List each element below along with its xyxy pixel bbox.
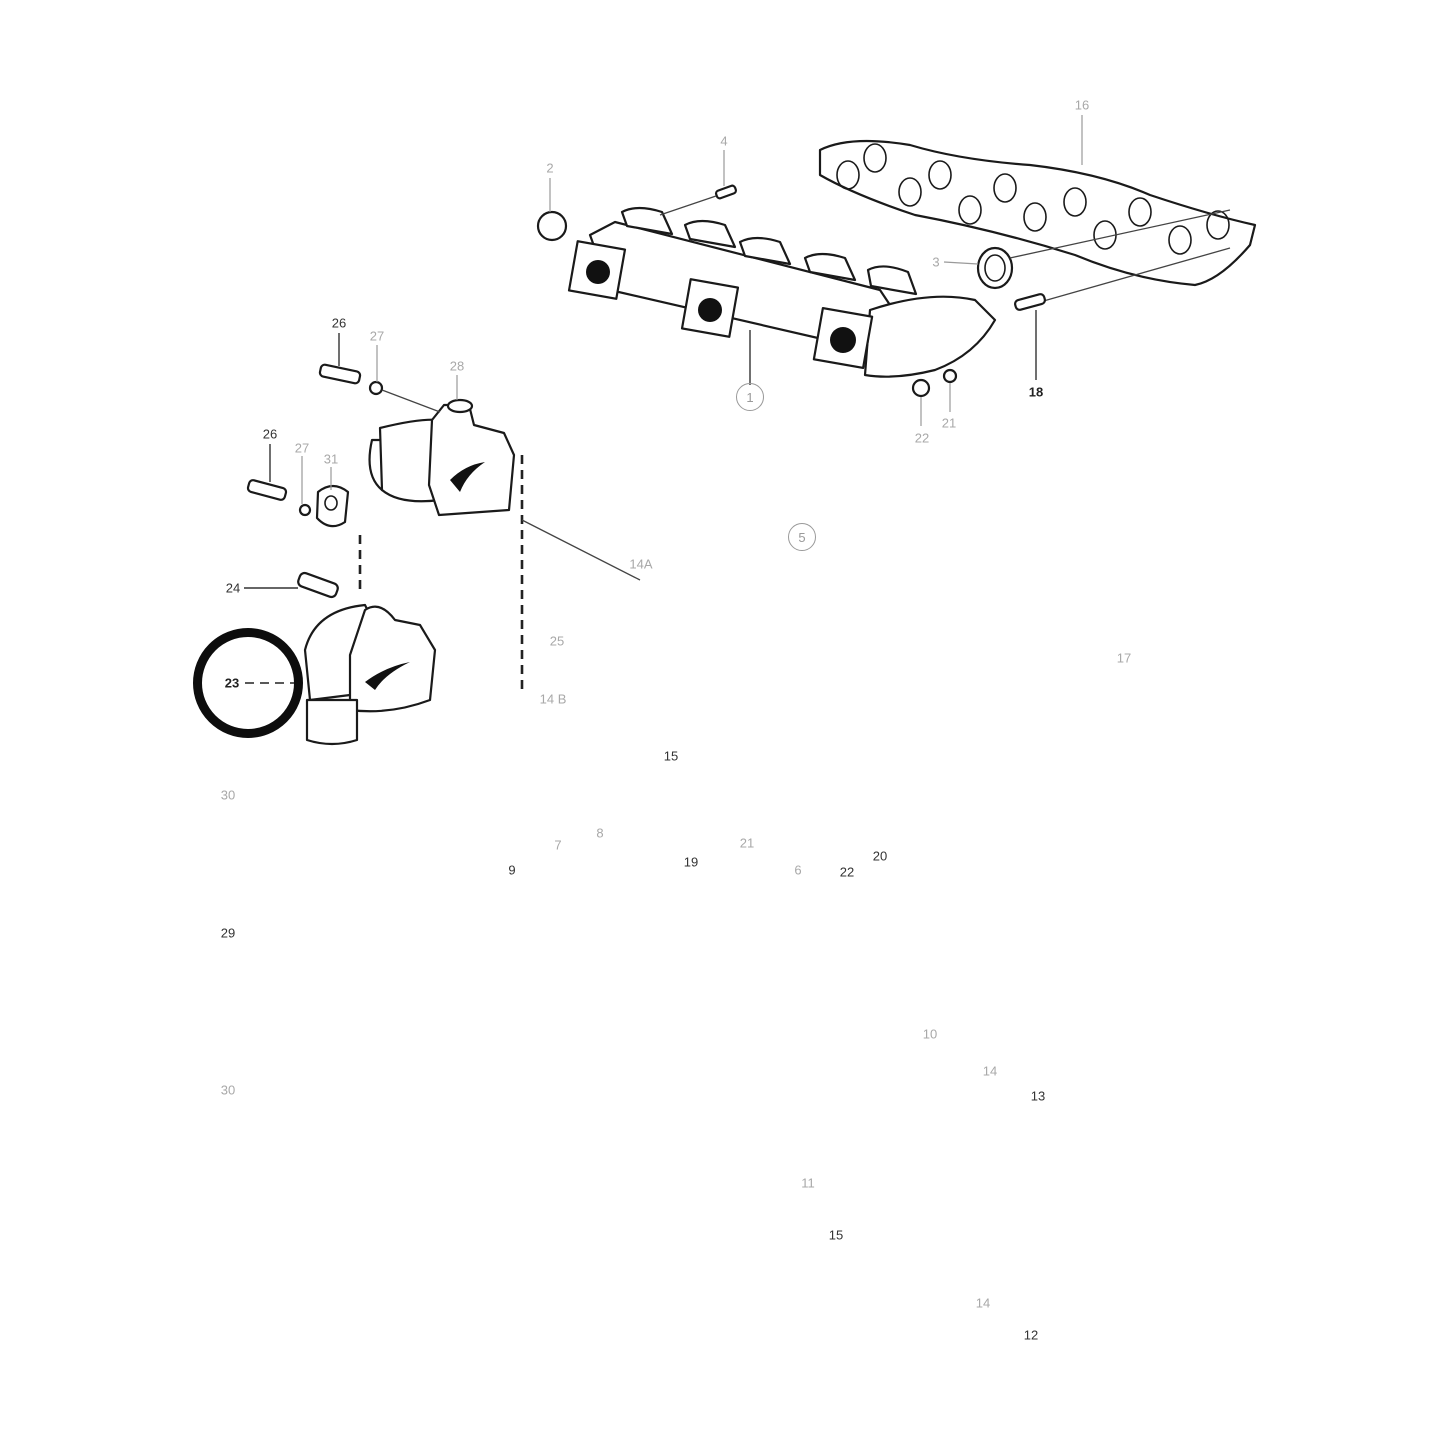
callout-label-12: 12 — [1023, 1327, 1039, 1343]
bolt-part-26-lower — [246, 444, 288, 501]
callout-label-5: 5 — [788, 523, 816, 551]
nut-part-22 — [911, 378, 931, 398]
callout-label-10: 10 — [922, 1026, 938, 1042]
washer-part-27-lower — [298, 503, 312, 517]
gasket-part-31 — [315, 484, 350, 528]
manifold-gasket-part-16 — [818, 115, 1257, 287]
water-elbow-part-28 — [368, 375, 516, 517]
washer-part-27-upper — [368, 380, 384, 396]
callout-label-1: 1 — [736, 383, 764, 411]
sealing-ring-part-3 — [976, 246, 1014, 290]
exhaust-manifold-part-1 — [567, 206, 997, 385]
exhaust-elbow — [303, 603, 437, 746]
callout-label-8: 8 — [596, 825, 604, 841]
callout-label-26: 26 — [262, 426, 278, 442]
callout-label-13: 13 — [1030, 1088, 1046, 1104]
callout-label-14: 14 — [975, 1295, 991, 1311]
callout-label-29: 29 — [220, 925, 236, 941]
callout-label-6: 6 — [794, 862, 802, 878]
callout-label-20: 20 — [872, 848, 888, 864]
stud-part-18 — [1014, 293, 1046, 311]
callout-label-16: 16 — [1074, 97, 1090, 113]
callout-label-18: 18 — [1028, 384, 1044, 400]
callout-label-25: 25 — [549, 633, 565, 649]
callout-label-24: 24 — [225, 580, 241, 596]
callout-label-22: 22 — [914, 430, 930, 446]
callout-label-30: 30 — [220, 1082, 236, 1098]
plug-part-2 — [536, 210, 568, 242]
callout-label-15: 15 — [828, 1227, 844, 1243]
callout-label-30: 30 — [220, 787, 236, 803]
callout-label-14a: 14A — [629, 556, 653, 572]
callout-label-22: 22 — [839, 864, 855, 880]
callout-label-21: 21 — [739, 835, 755, 851]
callout-label-31: 31 — [323, 451, 339, 467]
callout-label-23: 23 — [224, 675, 240, 691]
callout-label-19: 19 — [683, 854, 699, 870]
callout-label-21: 21 — [941, 415, 957, 431]
callout-label-4: 4 — [720, 133, 728, 149]
callout-label-17: 17 — [1116, 650, 1132, 666]
callout-label-15: 15 — [663, 748, 679, 764]
washer-part-21 — [942, 368, 958, 384]
callout-label-2: 2 — [546, 160, 554, 176]
callout-label-28: 28 — [449, 358, 465, 374]
bolt-part-26-upper — [318, 333, 362, 385]
callout-label-3: 3 — [932, 254, 940, 270]
callout-label-14b: 14 B — [539, 691, 567, 707]
callout-label-14: 14 — [982, 1063, 998, 1079]
callout-label-26: 26 — [331, 315, 347, 331]
callout-label-7: 7 — [554, 837, 562, 853]
callout-label-9: 9 — [508, 862, 516, 878]
callout-label-11: 11 — [801, 1175, 815, 1191]
callout-label-27: 27 — [369, 328, 385, 344]
stud-part-24 — [297, 571, 339, 599]
highlighted-o-ring-part-23[interactable] — [193, 628, 303, 738]
callout-label-27: 27 — [294, 440, 310, 456]
stud-part-4 — [714, 184, 738, 200]
